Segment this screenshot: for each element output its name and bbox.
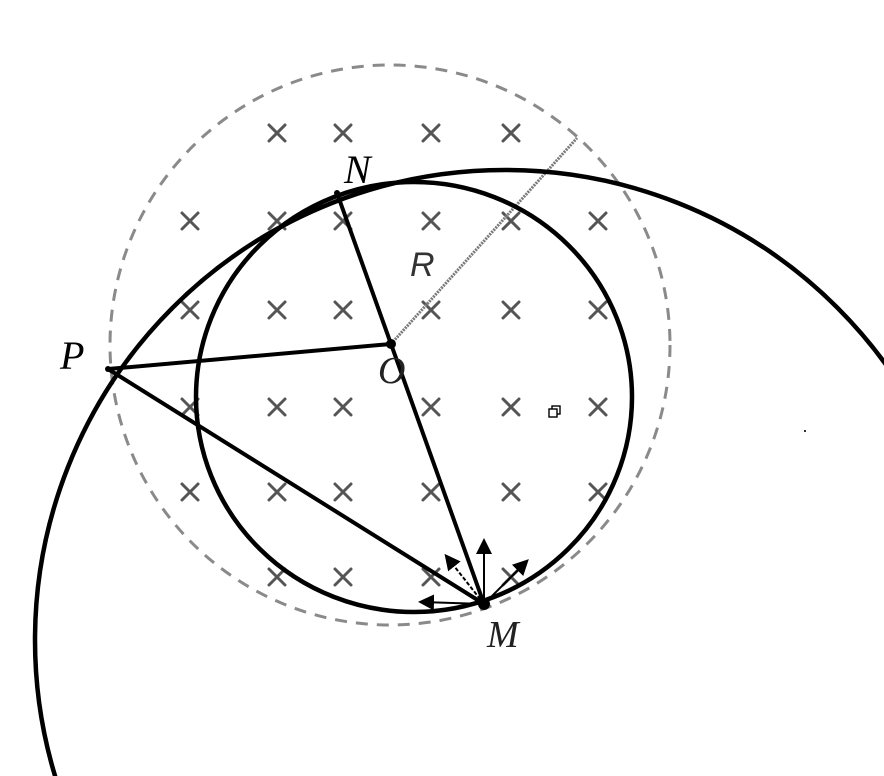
field-x-marker-icon	[421, 123, 441, 143]
segment-P-O	[107, 342, 392, 371]
velocity-arrows	[418, 538, 529, 611]
field-x-marker-icon	[421, 567, 441, 587]
label-P: P	[60, 333, 85, 378]
field-x-marker-icon	[421, 397, 441, 417]
field-x-marker-icon	[267, 567, 287, 587]
field-x-marker-icon	[333, 300, 353, 320]
restore-window-icon[interactable]	[548, 405, 562, 419]
field-x-marker-icon	[333, 211, 353, 231]
field-x-marker-icon	[421, 482, 441, 502]
field-x-marker-icon	[588, 300, 608, 320]
field-x-marker-icon	[267, 482, 287, 502]
field-x-marker-icon	[421, 211, 441, 231]
field-x-marker-icon	[501, 482, 521, 502]
field-x-marker-icon	[180, 300, 200, 320]
large-trajectory-circle	[32, 167, 884, 776]
point-P	[105, 366, 111, 372]
point-M	[478, 598, 490, 610]
label-M: M	[487, 614, 519, 656]
label-N: N	[344, 147, 371, 192]
label-R: R	[410, 246, 435, 284]
label-O: O	[378, 350, 406, 392]
field-x-marker-icon	[180, 211, 200, 231]
field-x-marker-icon	[333, 123, 353, 143]
point-O	[386, 339, 396, 349]
field-x-marker-icon	[267, 300, 287, 320]
field-x-marker-icon	[501, 300, 521, 320]
field-x-marker-icon	[333, 482, 353, 502]
arrow-left-icon	[418, 594, 485, 611]
field-x-marker-icon	[501, 123, 521, 143]
field-x-marker-icon	[267, 397, 287, 417]
segment-P-M	[106, 367, 486, 606]
segment-N-M	[335, 192, 486, 605]
field-x-marker-icon	[501, 211, 521, 231]
field-x-marker-icon	[267, 123, 287, 143]
field-x-marker-icon	[588, 482, 608, 502]
arrow-up-right-icon	[483, 559, 529, 605]
arrow-up-left-icon	[444, 553, 485, 605]
field-x-marker-icon	[180, 482, 200, 502]
small-trajectory-circle	[193, 179, 635, 615]
field-x-marker-icon	[501, 397, 521, 417]
point-N	[334, 190, 340, 196]
field-x-marker-icon	[333, 567, 353, 587]
field-x-marker-icon	[333, 397, 353, 417]
field-x-marker-icon	[588, 211, 608, 231]
field-x-marker-icon	[421, 300, 441, 320]
field-x-marker-icon	[588, 397, 608, 417]
field-x-marker-icon	[267, 211, 287, 231]
stray-dot	[804, 430, 806, 432]
field-boundary-dashed-circle	[108, 63, 672, 627]
